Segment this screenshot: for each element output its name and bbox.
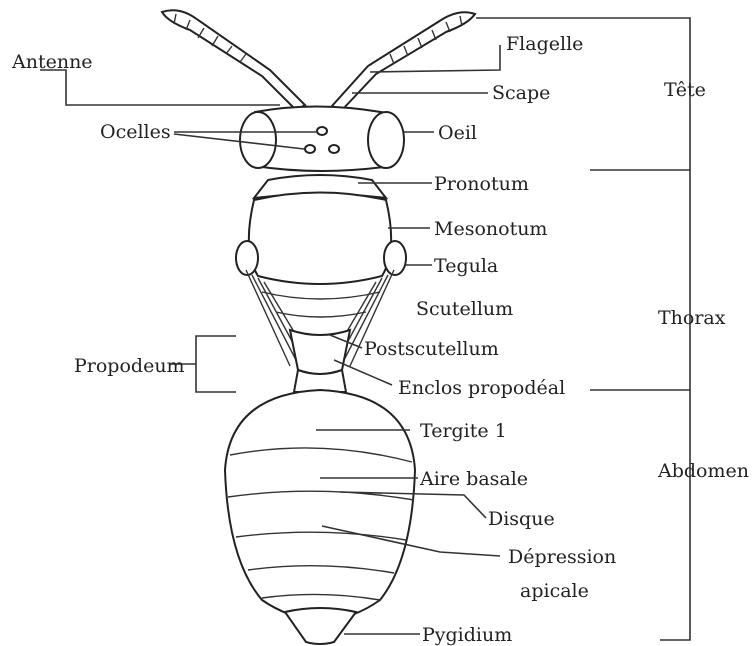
label-aire-basale: Aire basale bbox=[419, 468, 528, 490]
antenna-left bbox=[162, 10, 305, 110]
region-label-tete: Tête bbox=[664, 79, 706, 101]
antenna-right bbox=[332, 12, 475, 110]
label-disque: Disque bbox=[488, 508, 555, 530]
antennae bbox=[162, 10, 475, 110]
ocellus-3 bbox=[329, 145, 339, 153]
abdomen-shape bbox=[225, 390, 415, 622]
label-antenne: Antenne bbox=[11, 51, 93, 73]
postscutellum-line bbox=[276, 312, 366, 317]
label-depression-line1: Dépression bbox=[508, 546, 616, 568]
label-ocelles: Ocelles bbox=[100, 121, 171, 143]
mesonotum-shape bbox=[249, 193, 391, 285]
head bbox=[240, 106, 404, 171]
pygidium-shape bbox=[285, 608, 356, 644]
label-flagelle: Flagelle bbox=[506, 33, 583, 55]
label-pygidium: Pygidium bbox=[422, 624, 512, 646]
petiole bbox=[294, 370, 346, 392]
propodeum-shape bbox=[290, 330, 350, 374]
label-scutellum: Scutellum bbox=[416, 298, 513, 320]
region-label-abdomen: Abdomen bbox=[657, 460, 749, 482]
tegula-right bbox=[384, 241, 406, 275]
region-label-thorax: Thorax bbox=[658, 307, 726, 329]
bracket-thorax bbox=[590, 170, 690, 390]
label-tergite: Tergite 1 bbox=[420, 420, 507, 442]
scutellum-line bbox=[262, 292, 380, 299]
compound-eye-right bbox=[368, 112, 404, 168]
label-enclos: Enclos propodéal bbox=[398, 377, 565, 399]
label-scape: Scape bbox=[492, 82, 550, 104]
label-tegula: Tegula bbox=[434, 255, 498, 277]
bracket-abdomen bbox=[660, 390, 690, 640]
abdomen bbox=[225, 390, 415, 644]
label-propodeum: Propodeum bbox=[74, 355, 185, 377]
compound-eye-left bbox=[240, 112, 276, 168]
ocellus-2 bbox=[305, 145, 315, 153]
label-oeil: Oeil bbox=[438, 122, 477, 144]
label-depression-line2: apicale bbox=[520, 580, 589, 602]
leader-antenne bbox=[40, 70, 280, 105]
label-mesonotum: Mesonotum bbox=[434, 218, 547, 240]
tegula-left bbox=[236, 241, 258, 275]
label-pronotum: Pronotum bbox=[434, 173, 529, 195]
label-postscutellum: Postscutellum bbox=[364, 338, 499, 360]
ocellus-1 bbox=[317, 127, 327, 135]
